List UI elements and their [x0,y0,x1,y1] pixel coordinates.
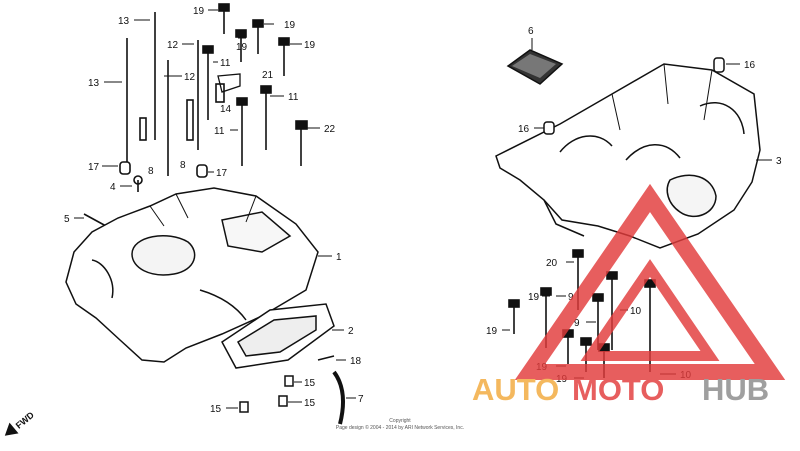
label-12: 12 [184,72,196,83]
label-16: 16 [744,60,756,71]
logo-auto: AUTO [472,372,559,407]
automotohub-watermark-logo: AUTO MOTO HUB [472,183,786,407]
label-15: 15 [304,378,316,389]
lower-small-parts [239,355,346,425]
label-9: 9 [568,292,574,303]
upper-crankcase [65,187,319,363]
label-14: 14 [220,104,232,115]
logo-moto: MOTO [572,372,664,407]
label-11: 11 [214,126,225,137]
part-number-labels: 13 13 12 12 19 19 19 19 11 11 11 21 14 2… [64,6,782,415]
copyright-notice: Copyright Page design © 2004 - 2014 by A… [336,418,464,431]
label-8: 8 [180,160,186,171]
label-19: 19 [486,326,498,337]
label-15: 15 [210,404,222,415]
label-3: 3 [776,156,782,167]
label-11: 11 [288,92,299,103]
left-fasteners [83,3,308,227]
logo-hub: HUB [702,372,769,407]
label-1: 1 [336,252,342,263]
label-16: 16 [518,124,530,135]
forward-direction-indicator: FWD [4,410,37,436]
label-4: 4 [110,182,116,193]
triangle-icon [514,183,786,380]
label-19: 19 [193,6,205,17]
label-13: 13 [118,16,130,27]
label-2: 2 [348,326,354,337]
label-5: 5 [64,214,70,225]
label-13: 13 [88,78,100,89]
label-20: 20 [546,258,558,269]
label-9: 9 [574,318,580,329]
arrow-icon [4,422,19,436]
label-19: 19 [284,20,296,31]
inner-triangle-icon [580,259,720,361]
label-8: 8 [148,166,154,177]
label-21: 21 [262,70,274,81]
copyright-text: Page design © 2004 - 2014 by ARI Network… [336,424,464,431]
label-19: 19 [304,40,316,51]
fwd-label: FWD [14,410,37,431]
label-18: 18 [350,356,362,367]
label-19: 19 [236,42,248,53]
label-11: 11 [220,58,231,69]
label-15: 15 [304,398,316,409]
label-6: 6 [528,26,534,37]
lower-crankcase [495,63,761,249]
label-22: 22 [324,124,336,135]
label-7: 7 [358,394,364,405]
label-19: 19 [528,292,540,303]
label-12: 12 [167,40,179,51]
copyright-title: Copyright [389,418,411,424]
label-17: 17 [216,168,228,179]
oil-pan-cover [221,303,335,369]
oil-filter-screen [506,49,564,85]
label-17: 17 [88,162,100,173]
label-10: 10 [630,306,642,317]
